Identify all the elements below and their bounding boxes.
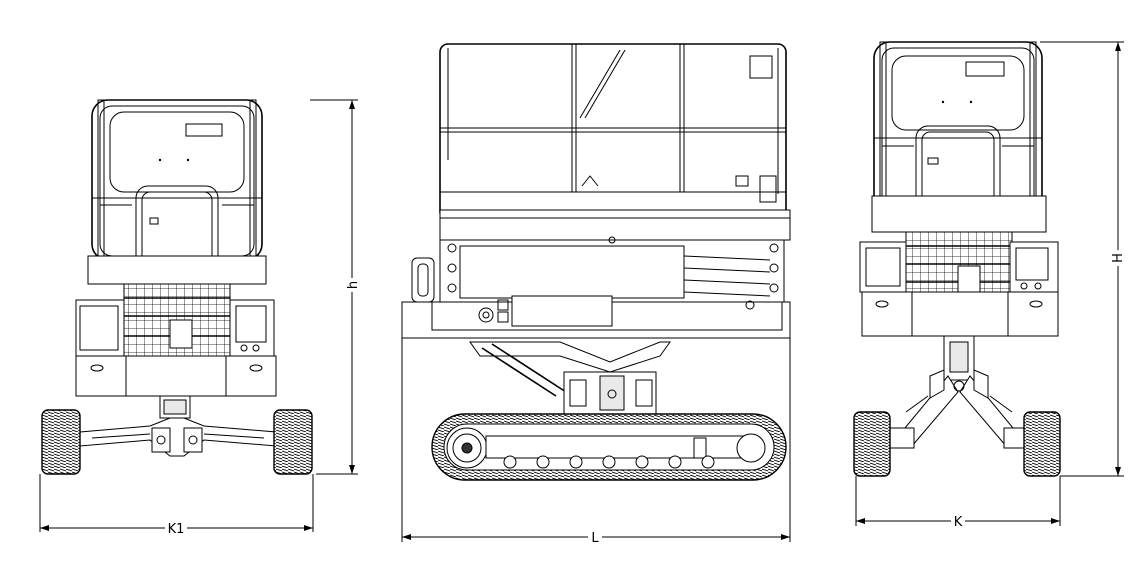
rear-platform-deck — [871, 195, 1047, 233]
side-crawler-track — [431, 413, 787, 481]
front-chassis — [75, 355, 277, 397]
rear-undercarriage — [887, 335, 1031, 449]
dimension-label-k: K — [954, 515, 963, 530]
side-length-dimension: L — [401, 338, 791, 546]
side-scissor-stack — [439, 236, 785, 303]
dimension-label-H: H — [1111, 253, 1126, 263]
front-width-dimension: K1 — [39, 474, 314, 537]
rear-chassis — [861, 291, 1059, 337]
rear-view — [853, 41, 1061, 477]
front-left-tray — [75, 299, 125, 357]
rear-scissor-stack — [905, 231, 1013, 301]
side-guard-rail — [439, 43, 787, 221]
rear-control-box — [1009, 241, 1059, 293]
dimension-label-k1: K1 — [168, 522, 185, 537]
side-platform-deck — [439, 209, 791, 241]
front-right-wheel — [273, 409, 313, 475]
front-undercarriage — [79, 395, 277, 457]
front-view — [41, 99, 313, 475]
side-view — [401, 43, 791, 481]
front-control-box — [229, 299, 275, 357]
front-height-dimension: h — [310, 99, 361, 475]
side-undercarriage — [469, 341, 671, 415]
rear-right-wheel — [1023, 411, 1061, 477]
front-guard-rail — [91, 99, 263, 273]
front-left-wheel — [41, 409, 81, 475]
rear-left-wheel — [853, 411, 891, 477]
front-platform-deck — [87, 255, 267, 285]
front-scissor-stack — [123, 283, 231, 357]
dimension-label-l: L — [591, 531, 599, 546]
dimension-label-h: h — [346, 281, 361, 289]
rear-guard-rail — [873, 41, 1043, 219]
rear-left-tray — [859, 241, 907, 293]
rear-width-dimension: K — [855, 476, 1061, 530]
rear-height-dimension: H — [1040, 41, 1126, 477]
